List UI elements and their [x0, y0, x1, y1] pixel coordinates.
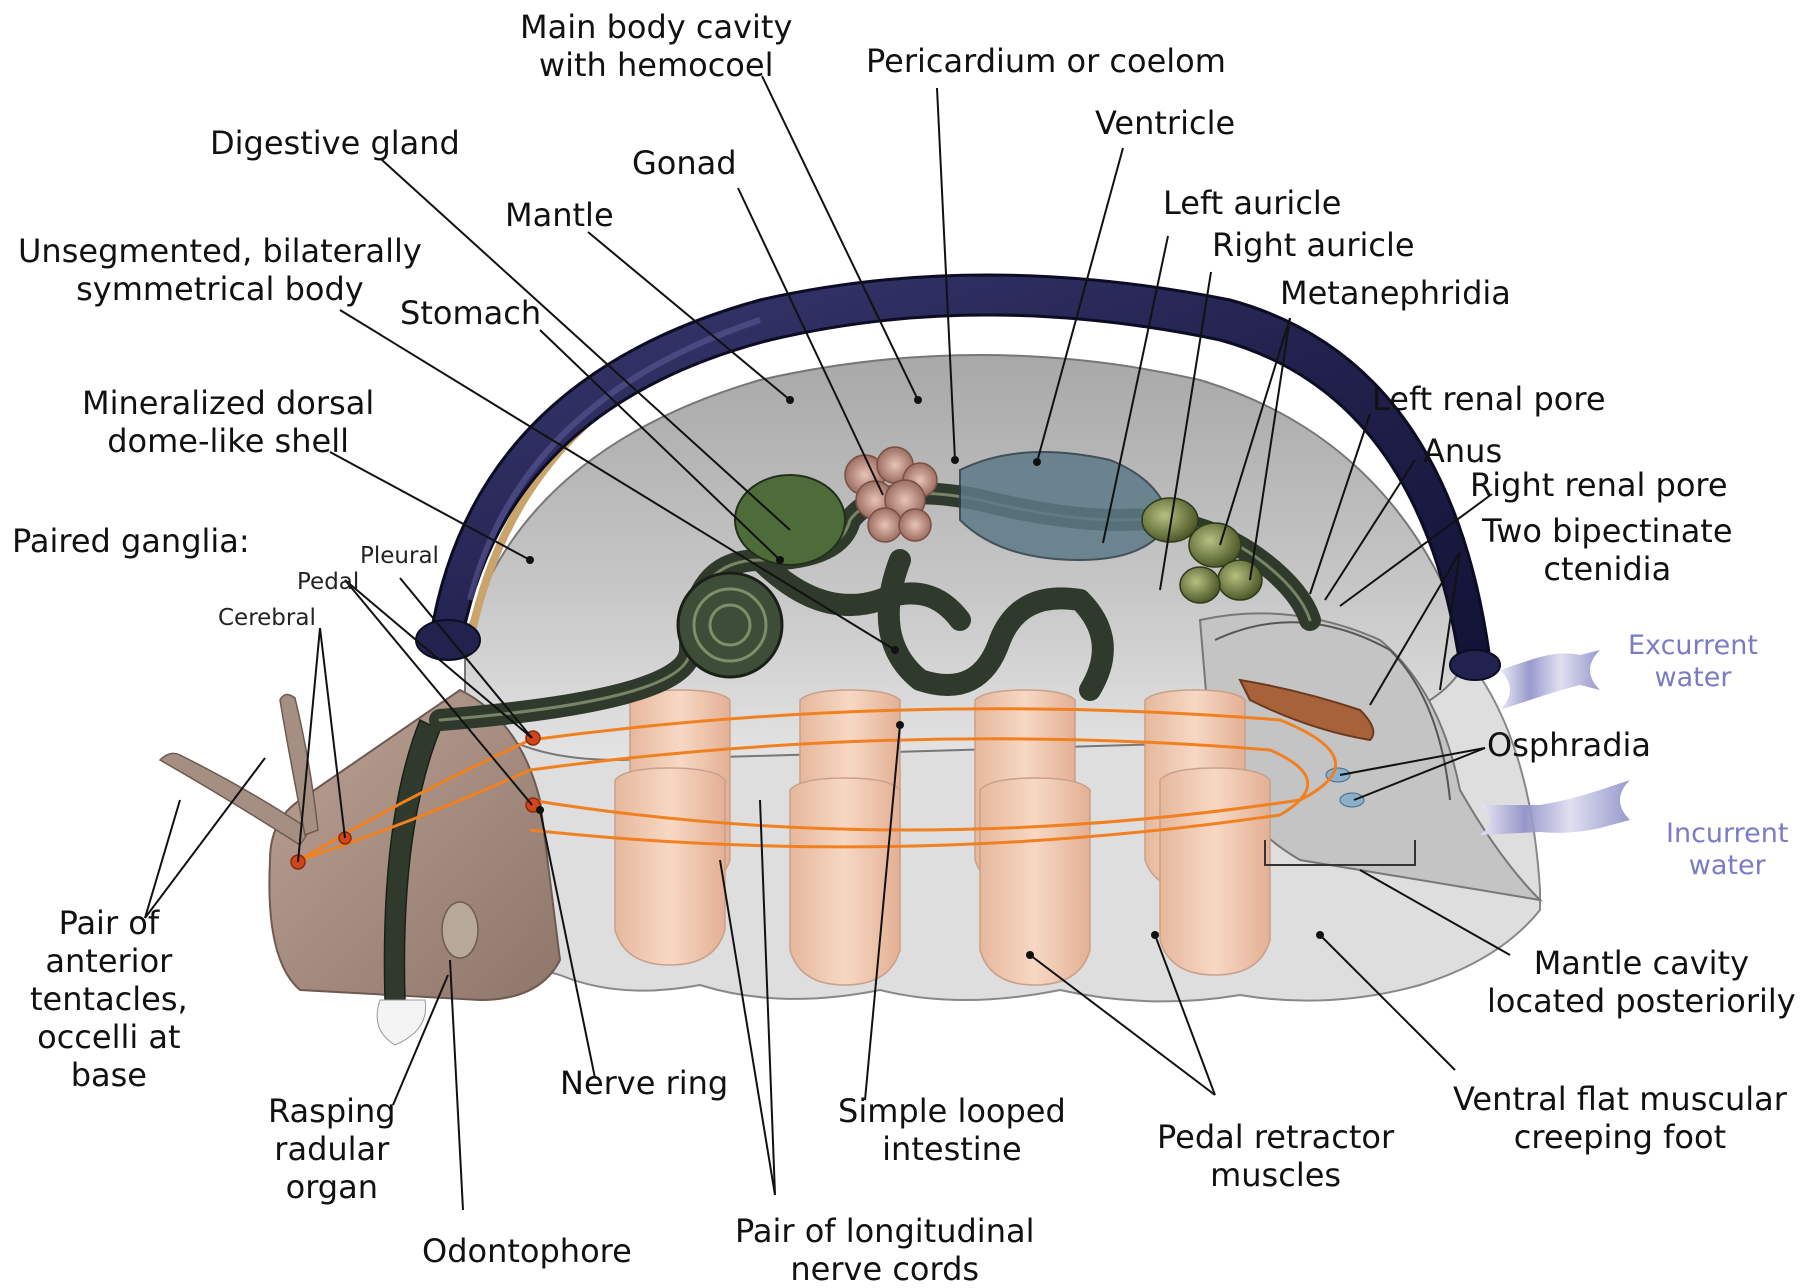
label-simple-intestine: Simple looped intestine [838, 1092, 1066, 1168]
label-pericardium: Pericardium or coelom [866, 42, 1226, 80]
label-left-auricle: Left auricle [1163, 184, 1341, 222]
label-mantle-cavity: Mantle cavity located posteriorily [1487, 944, 1796, 1020]
label-incurrent-water: Incurrent water [1666, 818, 1788, 882]
label-osphradia: Osphradia [1487, 726, 1651, 764]
label-odontophore: Odontophore [422, 1232, 632, 1270]
label-nerve-cords: Pair of longitudinal nerve cords [735, 1212, 1034, 1288]
label-mantle: Mantle [505, 196, 614, 234]
label-unsegmented-body: Unsegmented, bilaterally symmetrical bod… [18, 232, 422, 308]
label-excurrent-water: Excurrent water [1628, 630, 1758, 694]
label-gonad: Gonad [632, 144, 737, 182]
label-ventral-foot: Ventral flat muscular creeping foot [1453, 1080, 1787, 1156]
label-nerve-ring: Nerve ring [560, 1064, 728, 1102]
label-right-auricle: Right auricle [1212, 226, 1415, 264]
label-cerebral: Cerebral [218, 604, 316, 632]
excurrent-arrow [1500, 650, 1600, 710]
label-stomach: Stomach [400, 294, 541, 332]
label-rasping-radular: Rasping radular organ [268, 1092, 396, 1206]
label-left-renal-pore: Left renal pore [1372, 380, 1606, 418]
label-paired-ganglia: Paired ganglia: [12, 522, 250, 560]
label-digestive-gland: Digestive gland [210, 124, 460, 162]
label-mineralized-shell: Mineralized dorsal dome-like shell [82, 384, 374, 460]
label-metanephridia: Metanephridia [1280, 274, 1511, 312]
label-pleural: Pleural [360, 542, 439, 570]
label-pedal: Pedal [297, 568, 359, 596]
digestive-gland-shape [735, 475, 845, 565]
odontophore-shape [442, 902, 478, 958]
label-pedal-retractor: Pedal retractor muscles [1157, 1118, 1394, 1194]
label-anterior-tentacles: Pair of anterior tentacles, occelli at b… [30, 904, 188, 1094]
label-ventricle: Ventricle [1095, 104, 1235, 142]
label-main-body-cavity: Main body cavity with hemocoel [520, 8, 792, 84]
label-anus: Anus [1423, 432, 1502, 470]
label-right-renal-pore: Right renal pore [1470, 466, 1728, 504]
label-two-ctenidia: Two bipectinate ctenidia [1482, 512, 1733, 588]
